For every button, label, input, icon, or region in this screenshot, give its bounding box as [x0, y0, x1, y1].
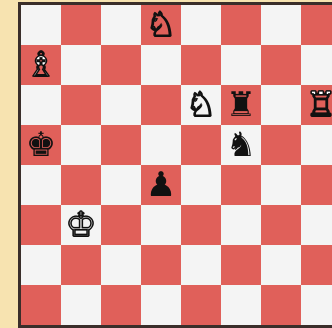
square-a1[interactable]	[21, 285, 61, 325]
square-h8[interactable]	[301, 5, 332, 45]
square-f3[interactable]	[221, 205, 261, 245]
square-c3[interactable]	[101, 205, 141, 245]
square-c6[interactable]	[101, 85, 141, 125]
white-knight-icon[interactable]: ♘	[181, 85, 221, 125]
square-e3[interactable]	[181, 205, 221, 245]
square-g1[interactable]	[261, 285, 301, 325]
black-rook-icon[interactable]: ♜	[221, 85, 261, 125]
square-e6[interactable]: ♘	[181, 85, 221, 125]
square-d7[interactable]	[141, 45, 181, 85]
square-f1[interactable]	[221, 285, 261, 325]
square-h4[interactable]	[301, 165, 332, 205]
square-b7[interactable]	[61, 45, 101, 85]
square-f2[interactable]	[221, 245, 261, 285]
chess-board: ♘♗♘♜♖♚♞♟♔	[18, 2, 332, 328]
square-c2[interactable]	[101, 245, 141, 285]
square-a7[interactable]: ♗	[21, 45, 61, 85]
square-b8[interactable]	[61, 5, 101, 45]
square-g4[interactable]	[261, 165, 301, 205]
square-a4[interactable]	[21, 165, 61, 205]
square-e2[interactable]	[181, 245, 221, 285]
white-king-icon[interactable]: ♔	[61, 205, 101, 245]
square-d8[interactable]: ♘	[141, 5, 181, 45]
square-h5[interactable]	[301, 125, 332, 165]
square-a3[interactable]	[21, 205, 61, 245]
square-d6[interactable]	[141, 85, 181, 125]
square-d2[interactable]	[141, 245, 181, 285]
square-h2[interactable]	[301, 245, 332, 285]
square-d1[interactable]	[141, 285, 181, 325]
white-knight-icon[interactable]: ♘	[141, 5, 181, 45]
square-g2[interactable]	[261, 245, 301, 285]
square-c4[interactable]	[101, 165, 141, 205]
square-d3[interactable]	[141, 205, 181, 245]
square-g3[interactable]	[261, 205, 301, 245]
square-h6[interactable]: ♖	[301, 85, 332, 125]
black-knight-icon[interactable]: ♞	[221, 125, 261, 165]
square-e8[interactable]	[181, 5, 221, 45]
square-c8[interactable]	[101, 5, 141, 45]
square-d5[interactable]	[141, 125, 181, 165]
white-bishop-icon[interactable]: ♗	[21, 45, 61, 85]
square-e4[interactable]	[181, 165, 221, 205]
square-b4[interactable]	[61, 165, 101, 205]
white-rook-icon[interactable]: ♖	[301, 85, 332, 125]
square-b1[interactable]	[61, 285, 101, 325]
square-a6[interactable]	[21, 85, 61, 125]
black-pawn-icon[interactable]: ♟	[141, 165, 181, 205]
square-a8[interactable]	[21, 5, 61, 45]
square-g8[interactable]	[261, 5, 301, 45]
square-h1[interactable]	[301, 285, 332, 325]
square-f7[interactable]	[221, 45, 261, 85]
square-e1[interactable]	[181, 285, 221, 325]
square-a2[interactable]	[21, 245, 61, 285]
black-king-icon[interactable]: ♚	[21, 125, 61, 165]
square-f8[interactable]	[221, 5, 261, 45]
square-f5[interactable]: ♞	[221, 125, 261, 165]
square-g7[interactable]	[261, 45, 301, 85]
square-h3[interactable]	[301, 205, 332, 245]
square-g6[interactable]	[261, 85, 301, 125]
square-a5[interactable]: ♚	[21, 125, 61, 165]
square-d4[interactable]: ♟	[141, 165, 181, 205]
square-g5[interactable]	[261, 125, 301, 165]
square-h7[interactable]	[301, 45, 332, 85]
square-c1[interactable]	[101, 285, 141, 325]
square-e7[interactable]	[181, 45, 221, 85]
square-b6[interactable]	[61, 85, 101, 125]
square-b2[interactable]	[61, 245, 101, 285]
square-e5[interactable]	[181, 125, 221, 165]
square-b3[interactable]: ♔	[61, 205, 101, 245]
square-c5[interactable]	[101, 125, 141, 165]
square-c7[interactable]	[101, 45, 141, 85]
square-b5[interactable]	[61, 125, 101, 165]
square-f6[interactable]: ♜	[221, 85, 261, 125]
square-f4[interactable]	[221, 165, 261, 205]
